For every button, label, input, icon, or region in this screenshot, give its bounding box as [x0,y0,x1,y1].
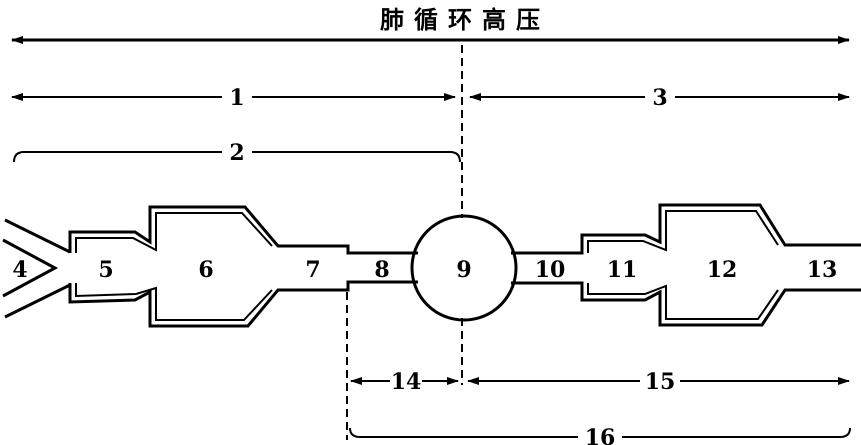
brace-2 [13,151,461,163]
label-6: 6 [198,257,213,283]
label-3: 3 [652,85,667,111]
label-16: 16 [585,425,616,445]
label-1: 1 [229,85,244,111]
label-10: 10 [535,257,566,283]
label-5: 5 [98,257,113,283]
chamber-5-6-outline [68,205,415,328]
diagram-title: 肺循环高压 [380,6,550,34]
label-4: 4 [12,257,27,283]
vessel-4 [2,218,71,319]
chamber-10-13-outline [514,203,861,327]
chamber-9-circle [410,214,518,322]
label-13: 13 [807,257,838,283]
label-15: 15 [645,369,676,395]
label-8: 8 [374,257,389,283]
label-12: 12 [707,257,738,283]
label-14: 14 [391,369,422,395]
label-9: 9 [456,257,471,283]
label-11: 11 [607,257,638,283]
label-7: 7 [305,257,320,283]
label-2: 2 [229,140,244,166]
brace-16 [349,427,851,438]
